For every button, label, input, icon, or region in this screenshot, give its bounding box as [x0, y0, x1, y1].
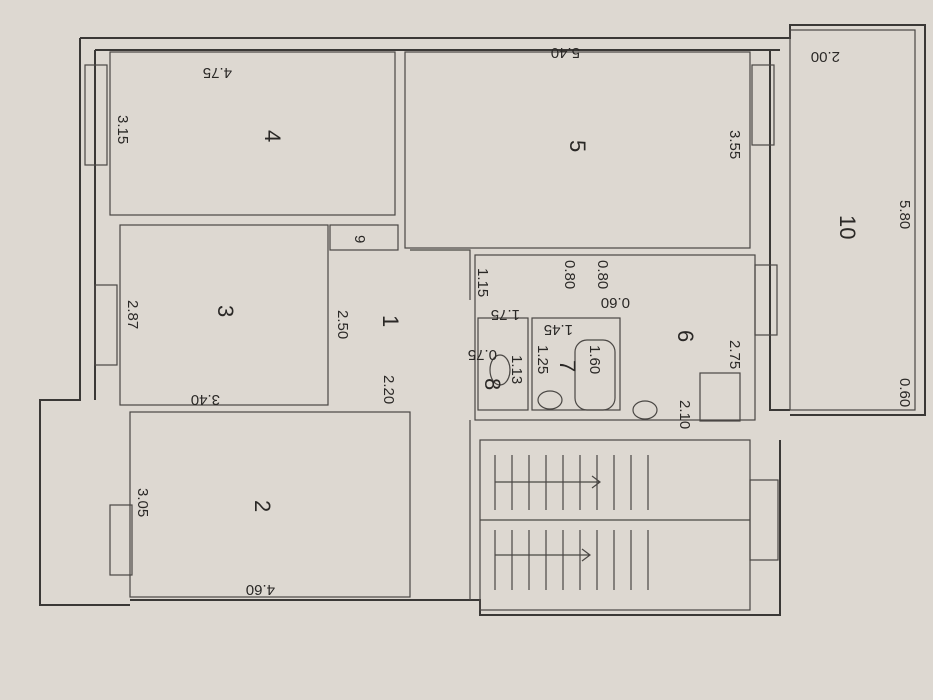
- dim-8-a: 0.75: [468, 346, 497, 363]
- stove: [699, 372, 741, 422]
- corridor: [410, 249, 471, 600]
- room-3: [119, 224, 329, 406]
- room-9: [329, 224, 399, 251]
- dim-2-b: 4.60: [246, 581, 275, 598]
- dim-hall-e: 0.60: [601, 294, 630, 311]
- room-number-2: 2: [250, 500, 275, 512]
- walls: [39, 24, 926, 616]
- dim-6-b: 2.10: [676, 400, 693, 429]
- dim-1-b: 2.20: [380, 375, 397, 404]
- room-number-8: 8: [480, 378, 505, 390]
- room-number-9: 9: [351, 235, 368, 243]
- dim-2-a: 3.05: [134, 488, 151, 517]
- dim-8-b: 1.13: [508, 355, 525, 384]
- dim-10-b: 2.00: [811, 48, 840, 65]
- room-number-7: 7: [555, 360, 580, 372]
- sink: [537, 390, 563, 410]
- dim-hall-b: 1.75: [491, 306, 520, 323]
- dim-10-a: 5.80: [896, 200, 913, 229]
- room-4: [109, 51, 396, 216]
- room-10: [789, 29, 916, 411]
- dim-5-a: 3.55: [726, 130, 743, 159]
- dim-3-b: 3.40: [191, 391, 220, 408]
- dim-7-b: 1.45: [544, 321, 573, 338]
- dim-hall-a: 1.15: [474, 268, 491, 297]
- room-5: [404, 51, 751, 249]
- room-number-5: 5: [565, 140, 590, 152]
- room-number-1: 1: [378, 315, 403, 327]
- dim-6-a: 2.75: [726, 340, 743, 369]
- dim-10-c: 0.60: [896, 378, 913, 407]
- dim-3-a: 2.87: [124, 300, 141, 329]
- room-number-10: 10: [835, 215, 860, 239]
- room-7: [531, 317, 621, 411]
- dim-7-a: 1.25: [534, 345, 551, 374]
- room-number-3: 3: [213, 305, 238, 317]
- dim-4-b: 4.75: [203, 64, 232, 81]
- dim-bath: 1.60: [586, 345, 603, 374]
- room-number-4: 4: [260, 130, 285, 142]
- dim-1-a: 2.50: [334, 310, 351, 339]
- dim-hall-d: 0.80: [594, 260, 611, 289]
- dim-4-a: 3.15: [114, 115, 131, 144]
- bathtub: [574, 339, 616, 411]
- kitchen-sink: [632, 400, 658, 420]
- room-6: [474, 254, 756, 421]
- room-number-6: 6: [673, 330, 698, 342]
- toilet: [489, 354, 511, 386]
- windows: [84, 64, 779, 576]
- dim-hall-c: 0.80: [561, 260, 578, 289]
- dim-5-b: 5.40: [551, 44, 580, 61]
- room-8: [477, 317, 529, 411]
